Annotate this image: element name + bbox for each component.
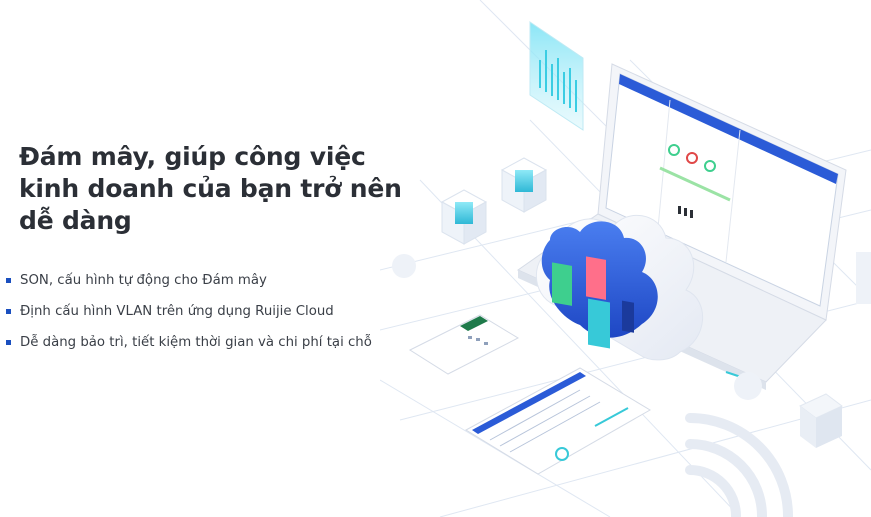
phone-device bbox=[408, 314, 520, 375]
bullet-icon bbox=[6, 278, 11, 283]
headline-line-3: dễ dàng bbox=[19, 206, 132, 235]
hero-text: Đám mây, giúp công việc kinh doanh của b… bbox=[19, 141, 419, 237]
feature-text: SON, cấu hình tự động cho Đám mây bbox=[20, 273, 267, 288]
tablet-device bbox=[464, 367, 651, 475]
cloud-illustration bbox=[380, 0, 871, 517]
bullet-icon bbox=[6, 340, 11, 345]
decor-shapes bbox=[392, 252, 871, 448]
feature-item: Dễ dàng bảo trì, tiết kiệm thời gian và … bbox=[6, 332, 372, 363]
floating-chart-panel bbox=[529, 21, 584, 131]
headline-line-2: kinh doanh của bạn trở nên bbox=[19, 174, 402, 203]
feature-item: Định cấu hình VLAN trên ứng dụng Ruijie … bbox=[6, 301, 372, 332]
headline-line-1: Đám mây, giúp công việc bbox=[19, 142, 366, 171]
cube-icon bbox=[440, 189, 488, 245]
headline: Đám mây, giúp công việc kinh doanh của b… bbox=[19, 141, 419, 237]
cloud-icon bbox=[535, 214, 703, 361]
feature-text: Định cấu hình VLAN trên ứng dụng Ruijie … bbox=[20, 304, 334, 319]
cube-icon bbox=[500, 157, 548, 213]
feature-item: SON, cấu hình tự động cho Đám mây bbox=[6, 270, 372, 301]
feature-list: SON, cấu hình tự động cho Đám mây Định c… bbox=[6, 270, 372, 363]
feature-text: Dễ dàng bảo trì, tiết kiệm thời gian và … bbox=[20, 335, 372, 350]
bullet-icon bbox=[6, 309, 11, 314]
wifi-icon bbox=[685, 413, 793, 517]
